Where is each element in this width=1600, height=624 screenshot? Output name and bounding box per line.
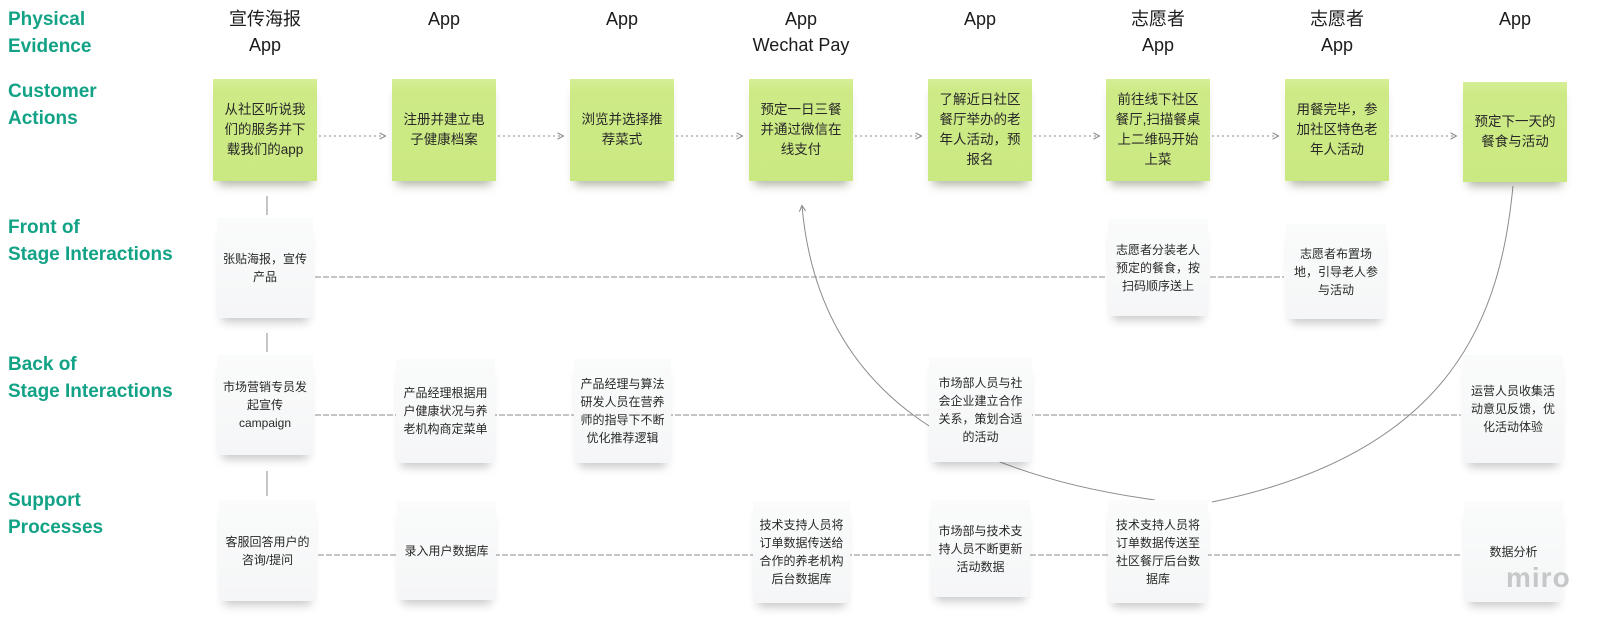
sticky-back-stage-2[interactable]: 产品经理根据用户健康状况与养老机构商定菜单 [396, 359, 495, 463]
column-header-5[interactable]: App [964, 6, 996, 32]
sticky-customer-action-5[interactable]: 了解近日社区餐厅举办的老年人活动，预报名 [928, 79, 1032, 181]
sticky-customer-action-4[interactable]: 预定一日三餐并通过微信在线支付 [749, 79, 853, 181]
column-header-2[interactable]: App [428, 6, 460, 32]
row-label-line: Physical [8, 9, 86, 30]
column-header-7[interactable]: 志愿者 App [1310, 6, 1364, 58]
column-header-line: 宣传海报 [229, 9, 301, 29]
row-label-line: Customer [8, 81, 97, 102]
column-header-line: App [427, 9, 461, 29]
sticky-back-stage-1[interactable]: 市场营销专员发起宣传campaign [217, 355, 313, 455]
column-header-line: App [963, 9, 997, 29]
sticky-front-stage-2[interactable]: 志愿者分装老人预定的餐食，按扫码顺序送上 [1108, 219, 1208, 316]
sticky-support-6[interactable]: 数据分析 [1464, 501, 1563, 602]
sticky-support-1[interactable]: 客服回答用户的咨询/提问 [219, 500, 316, 601]
sticky-support-3[interactable]: 技术支持人员将订单数据传送给合作的养老机构后台数据库 [753, 501, 850, 603]
column-header-6[interactable]: 志愿者 App [1131, 6, 1185, 58]
column-header-line: Wechat Pay [752, 35, 850, 55]
sticky-support-2[interactable]: 录入用户数据库 [397, 501, 496, 600]
row-label-front-stage[interactable]: Front of Stage Interactions [8, 214, 173, 268]
column-header-line: 志愿者 [1310, 9, 1364, 29]
column-header-3[interactable]: App [606, 6, 638, 32]
miro-watermark: miro [1506, 562, 1571, 593]
column-header-line: App [605, 9, 639, 29]
sticky-customer-action-2[interactable]: 注册并建立电子健康档案 [392, 79, 496, 181]
row-label-line: Evidence [8, 36, 92, 57]
sticky-back-stage-4[interactable]: 市场部人员与社会企业建立合作关系，策划合适的活动 [929, 357, 1032, 462]
row-label-line: Stage Interactions [8, 244, 173, 265]
sticky-front-stage-1[interactable]: 张贴海报，宣传产品 [217, 218, 313, 318]
row-label-line: Actions [8, 108, 78, 129]
curve-booking-to-support [1211, 185, 1514, 503]
row-label-line: Support [8, 490, 81, 511]
column-header-line: App [784, 9, 818, 29]
sticky-back-stage-3[interactable]: 产品经理与算法研发人员在营养师的指导下不断优化推荐逻辑 [574, 359, 671, 463]
column-header-line: 志愿者 [1131, 9, 1185, 29]
row-label-line: Stage Interactions [8, 381, 173, 402]
sticky-customer-action-7[interactable]: 用餐完毕，参加社区特色老年人活动 [1285, 79, 1389, 181]
sticky-back-stage-5[interactable]: 运营人员收集活动意见反馈，优化活动体验 [1463, 355, 1563, 463]
sticky-front-stage-3[interactable]: 志愿者布置场地，引导老人参与活动 [1286, 224, 1386, 319]
sticky-support-4[interactable]: 市场部与技术支持人员不断更新活动数据 [931, 500, 1030, 597]
column-header-line: App [1141, 35, 1175, 55]
row-label-back-stage[interactable]: Back of Stage Interactions [8, 351, 173, 405]
sticky-customer-action-3[interactable]: 浏览并选择推荐菜式 [570, 79, 674, 181]
row-label-line: Back of [8, 354, 77, 375]
sticky-customer-action-6[interactable]: 前往线下社区餐厅,扫描餐桌上二维码开始上菜 [1106, 79, 1210, 181]
row-label-line: Front of [8, 217, 80, 238]
column-header-line: App [1498, 9, 1532, 29]
curve-support-to-payment [798, 204, 1156, 501]
sticky-customer-action-8[interactable]: 预定下一天的餐食与活动 [1463, 82, 1567, 182]
column-header-line: App [1320, 35, 1354, 55]
sticky-customer-action-1[interactable]: 从社区听说我们的服务并下载我们的app [213, 79, 317, 181]
column-header-8[interactable]: App [1499, 6, 1531, 32]
row-label-line: Processes [8, 517, 104, 538]
sticky-support-5[interactable]: 技术支持人员将订单数据传送至社区餐厅后台数据库 [1108, 500, 1208, 603]
column-header-1[interactable]: 宣传海报 App [229, 6, 301, 58]
column-header-line: App [248, 35, 282, 55]
